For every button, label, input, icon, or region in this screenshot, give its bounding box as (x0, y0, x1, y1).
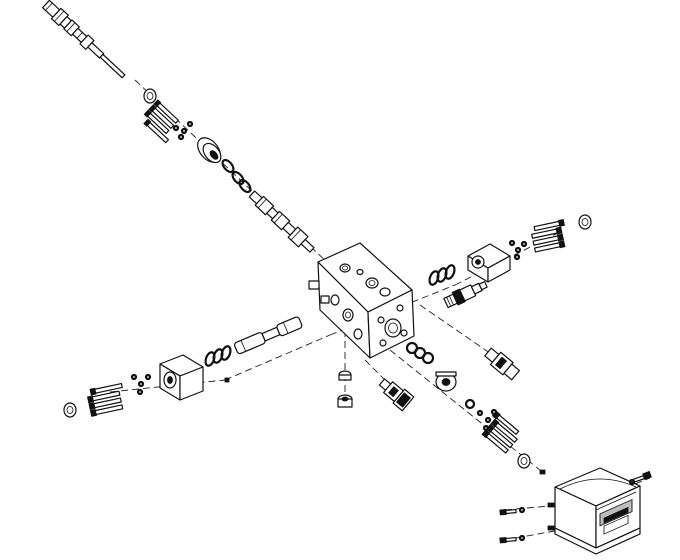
upper-flange (197, 137, 222, 164)
center-plug-fitting (337, 370, 353, 408)
left-screw-set (86, 373, 152, 417)
lower-flange (435, 371, 457, 392)
upper-screw-set (143, 99, 194, 144)
upper-end-cap (143, 88, 157, 104)
left-spool-piston (233, 316, 303, 355)
spool-shaft (248, 190, 315, 253)
lower-o-rings (405, 341, 435, 365)
pressure-sensor-right (484, 347, 521, 381)
right-end-cap (578, 214, 592, 230)
left-o-rings (204, 345, 232, 367)
electronic-control-housing (547, 467, 641, 555)
right-end-housing (467, 243, 511, 283)
left-end-cap (63, 402, 77, 418)
left-small-dowel (224, 377, 230, 383)
lower-washer (464, 398, 476, 410)
housing-fasteners (499, 470, 652, 544)
upper-o-rings (221, 158, 252, 194)
lower-end-cap (517, 453, 546, 475)
pressure-sensor-left (378, 378, 415, 412)
valve-body-block (308, 242, 415, 359)
actuator-rod-assembly (41, 0, 126, 79)
right-screw-set (508, 218, 566, 261)
left-end-housing (159, 354, 204, 401)
relief-valve-cartridge (443, 281, 488, 309)
lower-screw-set (476, 408, 520, 454)
right-o-rings (428, 264, 456, 286)
